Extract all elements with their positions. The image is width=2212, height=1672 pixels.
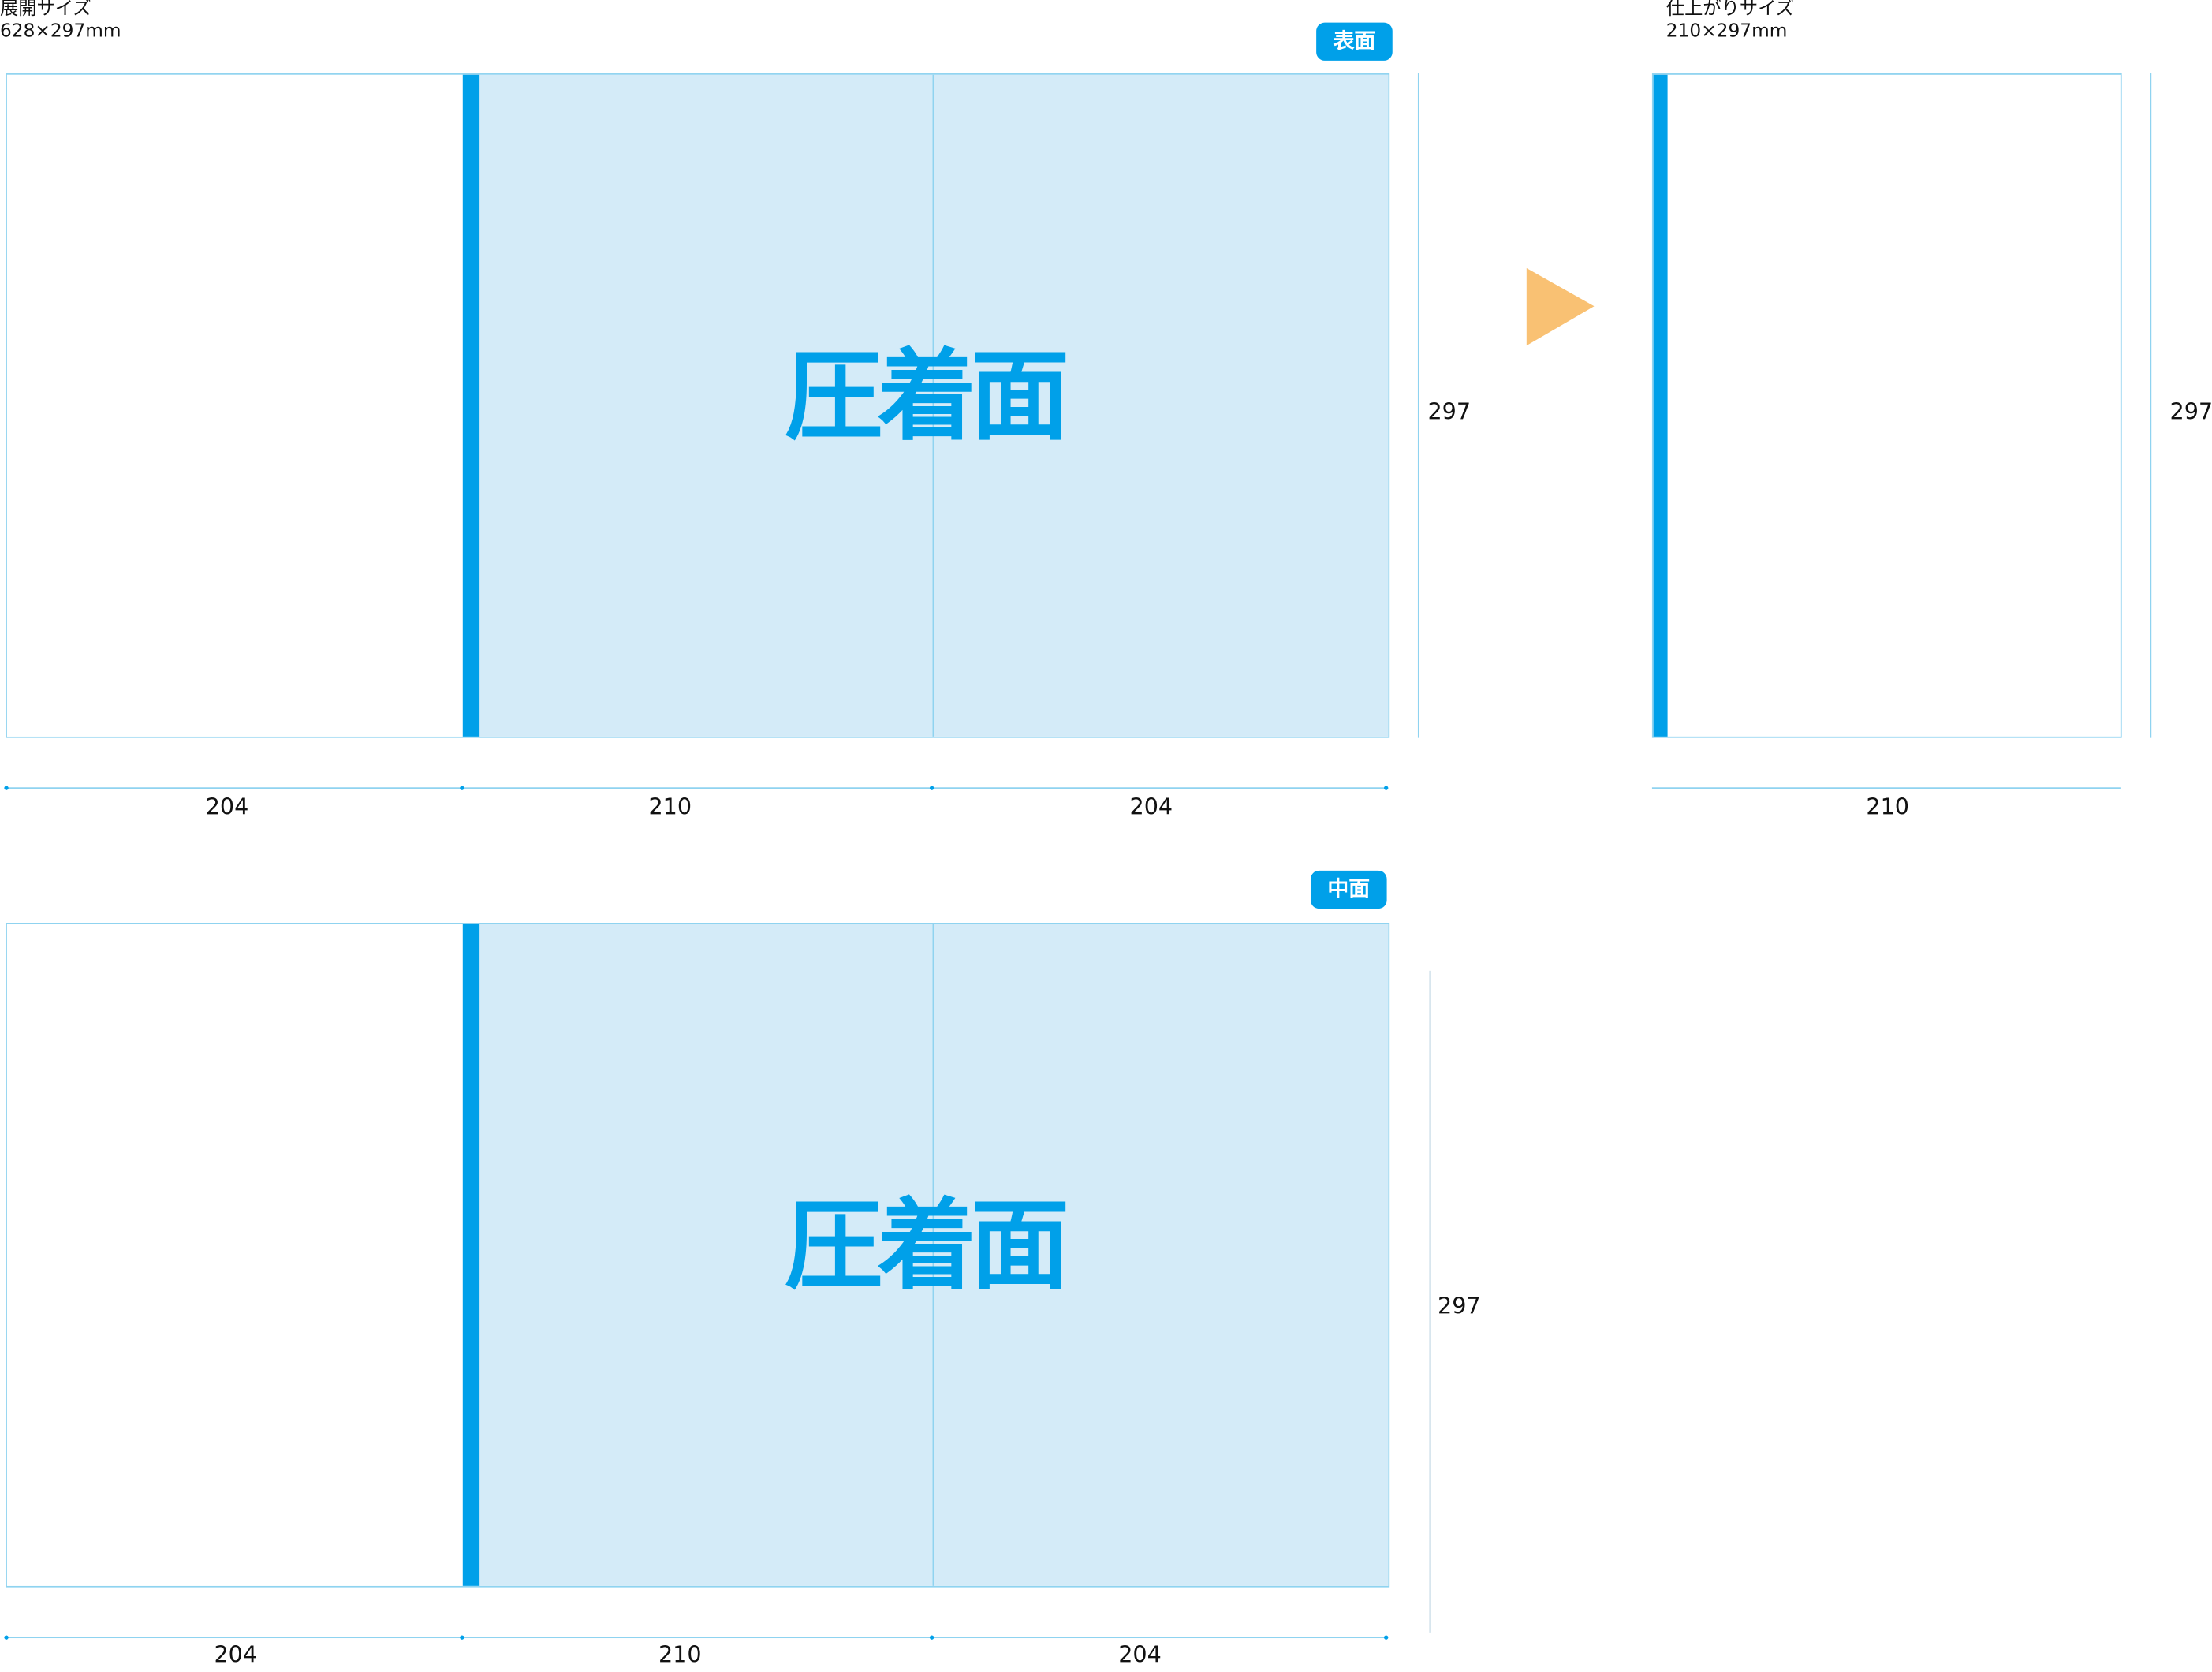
front-height-label: 297 <box>1427 397 1472 425</box>
inside-width-label-center: 210 <box>658 1640 702 1668</box>
front-sheet: 圧着面 <box>6 73 1390 738</box>
dim-tick <box>4 786 9 790</box>
dim-tick <box>4 1635 9 1640</box>
inside-height-dimension <box>1429 970 1431 1633</box>
finished-width-dimension <box>1651 787 2121 789</box>
inside-width-label-right: 204 <box>1118 1640 1162 1668</box>
front-adhesive-label: 圧着面 <box>784 338 1069 455</box>
dim-tick <box>460 1635 464 1640</box>
inside-badge: 中面 <box>1310 870 1387 909</box>
finished-height-dimension <box>2150 73 2152 738</box>
front-width-label-center: 210 <box>648 793 692 820</box>
inside-adhesive-area <box>479 924 1389 1586</box>
finished-sheet <box>1651 73 2122 738</box>
arrow-right-icon <box>1526 267 1595 346</box>
inside-fold-line <box>932 924 934 1586</box>
dim-tick <box>1384 786 1389 790</box>
inside-sheet: 圧着面 <box>6 923 1390 1588</box>
front-adhesive-area <box>479 74 1389 737</box>
front-width-dimension <box>6 787 1387 789</box>
spread-size-title: 展開サイズ <box>0 0 91 21</box>
finished-height-label: 297 <box>2169 397 2212 425</box>
inside-left-panel <box>6 924 463 1586</box>
spread-size-value: 628×297mm <box>0 21 121 43</box>
front-width-label-left: 204 <box>205 793 249 820</box>
front-left-panel <box>6 74 463 737</box>
finished-glue-strip <box>1653 74 1668 737</box>
inside-width-label-left: 204 <box>214 1640 258 1668</box>
dim-tick <box>929 1635 934 1640</box>
inside-height-label: 297 <box>1437 1292 1481 1319</box>
front-width-label-right: 204 <box>1129 793 1173 820</box>
inside-width-dimension <box>6 1637 1387 1639</box>
front-fold-line <box>932 74 934 737</box>
inside-adhesive-label: 圧着面 <box>784 1188 1069 1304</box>
inside-glue-strip <box>462 924 480 1586</box>
front-badge: 表面 <box>1316 22 1393 61</box>
front-height-dimension <box>1417 73 1419 738</box>
front-glue-strip <box>462 74 480 737</box>
dim-tick <box>929 786 934 790</box>
dim-tick <box>460 786 464 790</box>
dim-tick <box>1384 1635 1389 1640</box>
finished-width-label: 210 <box>1866 793 1910 820</box>
finished-size-title: 仕上がりサイズ <box>1666 0 1794 21</box>
finished-size-value: 210×297mm <box>1666 21 1788 43</box>
